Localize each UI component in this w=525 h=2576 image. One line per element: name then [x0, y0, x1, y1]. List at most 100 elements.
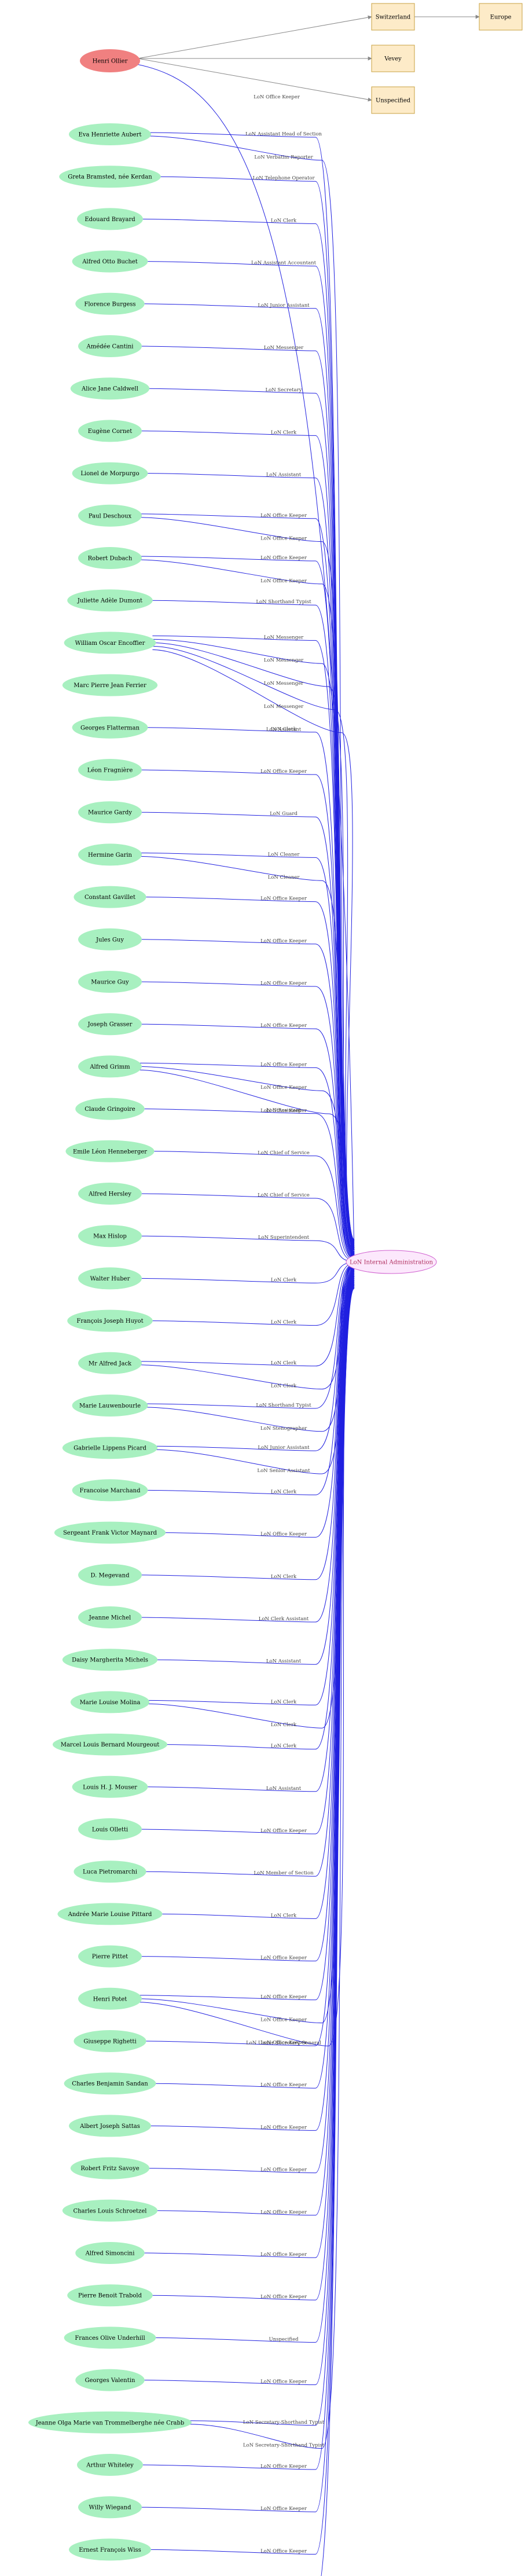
- person-node-henri-potet[interactable]: Henri Potet: [78, 1987, 142, 2010]
- membership-edge: [152, 635, 355, 1252]
- membership-edge: [138, 1275, 355, 2024]
- person-node-florence-burgess[interactable]: Florence Burgess: [75, 292, 145, 315]
- person-node-sergeant-frank-victor-maynard[interactable]: Sergeant Frank Victor Maynard: [54, 1521, 166, 1544]
- membership-edge: [138, 346, 355, 1246]
- person-node-louis-olletti[interactable]: Louis Olletti: [78, 1818, 142, 1840]
- person-node-willy-wiegand[interactable]: Willy Wiegand: [78, 2496, 142, 2519]
- person-node-charles-louis-schroetzel[interactable]: Charles Louis Schroetzel: [62, 2199, 158, 2222]
- membership-edge: [146, 1278, 355, 2174]
- person-node-louis-h-j-mouser[interactable]: Louis H. J. Mouser: [72, 1775, 148, 1798]
- membership-edge: [138, 1267, 355, 1623]
- person-node-georges-valentin[interactable]: Georges Valentin: [75, 2369, 145, 2391]
- person-node-max-hislop[interactable]: Max Hislop: [78, 1225, 142, 1247]
- edge-label: LoN Clerk: [271, 1744, 297, 1749]
- person-node-jules-guy[interactable]: Jules Guy: [78, 928, 142, 951]
- person-node-andree-marie-louise-pittard[interactable]: Andrée Marie Louise Pittard: [57, 1903, 163, 1925]
- person-label: Marc Pierre Jean Ferrier: [74, 682, 146, 689]
- person-node-maurice-gardy[interactable]: Maurice Gardy: [78, 801, 142, 824]
- person-label: Henri Potet: [93, 1996, 127, 2002]
- person-node-joseph-grasser[interactable]: Joseph Grasser: [78, 1013, 142, 1036]
- membership-edge: [321, 1286, 355, 2576]
- person-label: Charles Benjamin Sandan: [72, 2081, 148, 2087]
- person-node-leon-fragniere[interactable]: Léon Fragnière: [78, 759, 142, 781]
- person-node-alfred-hersley[interactable]: Alfred Hersley: [78, 1183, 142, 1205]
- person-node-luca-pietromarchi[interactable]: Luca Pietromarchi: [74, 1861, 146, 1883]
- person-node-claude-gringoire[interactable]: Claude Gringoire: [75, 1098, 145, 1120]
- edge-label: LoN Office Keeper: [260, 938, 307, 944]
- person-node-marie-louise-molina[interactable]: Marie Louise Molina: [70, 1691, 150, 1713]
- edge-label: LoN Messenger: [264, 704, 304, 710]
- person-node-marcel-louis-bernard-mourgeout[interactable]: Marcel Louis Bernard Mourgeout: [53, 1733, 167, 1756]
- place-node-europe[interactable]: Europe: [479, 3, 523, 31]
- person-node-marc-pierre-jean-ferrier[interactable]: Marc Pierre Jean Ferrier: [62, 674, 158, 696]
- person-node-maurice-guy[interactable]: Maurice Guy: [78, 971, 142, 993]
- person-label: Charles Louis Schroetzel: [74, 2208, 147, 2214]
- person-node-eva-henriette-aubert[interactable]: Eva Henriette Aubert: [69, 123, 151, 145]
- place-node-vevey[interactable]: Vevey: [371, 45, 415, 72]
- person-node-focus[interactable]: Henri Ollier: [80, 49, 140, 72]
- person-node-alfred-otto-buchet[interactable]: Alfred Otto Buchet: [72, 250, 148, 273]
- edge-label: LoN Assistant: [266, 472, 302, 478]
- place-node-switzerland[interactable]: Switzerland: [371, 3, 415, 31]
- person-node-greta-bramsted-nee-kerdan[interactable]: Greta Bramsted, née Kerdan: [59, 166, 161, 188]
- membership-edge: [147, 1277, 355, 2131]
- person-label: Emile Léon Henneberger: [73, 1148, 147, 1155]
- person-node-pierre-pittet[interactable]: Pierre Pittet: [78, 1945, 142, 1968]
- edge-label: LoN Member of Section: [254, 1870, 314, 1876]
- edge-label: LoN Assistant Head of Section: [245, 131, 322, 137]
- person-node-daisy-margherita-michels[interactable]: Daisy Margherita Michels: [62, 1649, 158, 1671]
- person-node-marie-lauwenbourle[interactable]: Marie Lauwenbourle: [72, 1395, 148, 1417]
- person-node-mr-alfred-jack[interactable]: Mr Alfred Jack: [78, 1352, 142, 1374]
- person-node-jeanne-olga-marie-van-trommelberghe-nee-crabb[interactable]: Jeanne Olga Marie van Trommelberghe née …: [28, 2411, 192, 2434]
- membership-edge: [146, 1268, 355, 1705]
- person-node-pierre-benoit-trabold[interactable]: Pierre Benoit Trabold: [67, 2284, 153, 2307]
- edge-label: LoN Office Keeper: [260, 555, 307, 561]
- person-node-georges-flatterman[interactable]: Georges Flatterman: [72, 716, 148, 739]
- person-node-robert-dubach[interactable]: Robert Dubach: [78, 547, 142, 569]
- person-node-hermine-garin[interactable]: Hermine Garin: [78, 843, 142, 866]
- person-node-jeanne-michel[interactable]: Jeanne Michel: [78, 1606, 142, 1628]
- person-node-albert-joseph-sattas[interactable]: Albert Joseph Sattas: [69, 2115, 151, 2137]
- edges-layer: [136, 14, 480, 2576]
- person-label: Albert Joseph Sattas: [79, 2123, 140, 2130]
- membership-edge: [141, 1282, 355, 2386]
- person-node-walter-huber[interactable]: Walter Huber: [78, 1267, 142, 1290]
- edge-label: LoN Junior Assistant: [258, 1445, 310, 1451]
- person-node-alice-jane-caldwell[interactable]: Alice Jane Caldwell: [70, 377, 150, 400]
- person-node-amedee-cantini[interactable]: Amédée Cantini: [78, 335, 142, 357]
- place-node-unspecified[interactable]: Unspecified: [371, 86, 415, 114]
- person-node-eugene-cornet[interactable]: Eugène Cornet: [78, 420, 142, 442]
- person-label: Mr Alfred Jack: [89, 1360, 132, 1367]
- membership-edge: [138, 1066, 355, 1260]
- person-node-charles-benjamin-sandan[interactable]: Charles Benjamin Sandan: [64, 2072, 156, 2095]
- edge-label: LoN Office Keeper: [260, 2379, 307, 2385]
- person-node-frances-olive-underhill[interactable]: Frances Olive Underhill: [64, 2327, 156, 2349]
- person-node-william-oscar-encoffier[interactable]: William Oscar Encoffier: [64, 632, 156, 654]
- place-label: Switzerland: [376, 14, 411, 21]
- edge-label: LoN Office Keeper: [254, 94, 300, 100]
- membership-edge: [138, 852, 355, 1256]
- person-node-arthur-whiteley[interactable]: Arthur Whiteley: [77, 2454, 143, 2476]
- person-node-juliette-adele-dumont[interactable]: Juliette Adèle Dumont: [67, 589, 153, 612]
- person-label: Frances Olive Underhill: [75, 2335, 145, 2342]
- edge-label: LoN Clerk Assistant: [259, 1616, 309, 1622]
- person-node-emile-leon-henneberger[interactable]: Emile Léon Henneberger: [65, 1140, 155, 1162]
- person-label: Henri Ollier: [93, 58, 128, 65]
- edge-label: LoN Messenger: [264, 345, 304, 351]
- person-node-gabrielle-lippens-picard[interactable]: Gabrielle Lippens Picard: [62, 1437, 158, 1459]
- person-node-robert-fritz-savoye[interactable]: Robert Fritz Savoye: [70, 2157, 150, 2179]
- person-node-francoise-marchand[interactable]: Francoise Marchand: [72, 1479, 148, 1502]
- person-node-francois-joseph-huyot[interactable]: François Joseph Huyot: [67, 1309, 153, 1332]
- person-node-d-megevand[interactable]: D. Megevand: [78, 1564, 142, 1586]
- person-label: Arthur Whiteley: [86, 2463, 134, 2469]
- person-node-paul-deschoux[interactable]: Paul Deschoux: [78, 504, 142, 527]
- person-node-giuseppe-righetti[interactable]: Giuseppe Righetti: [74, 2030, 146, 2052]
- organization-node[interactable]: LoN Internal Administration: [346, 1250, 437, 1274]
- edge-label: LoN Office Keeper: [260, 2082, 307, 2088]
- person-node-constant-gavillet[interactable]: Constant Gavillet: [74, 886, 146, 908]
- person-node-alfred-simoncini[interactable]: Alfred Simoncini: [75, 2242, 145, 2264]
- person-node-ernest-francois-wiss[interactable]: Ernest François Wiss: [69, 2538, 151, 2561]
- person-node-lionel-de-morpurgo[interactable]: Lionel de Morpurgo: [72, 462, 148, 485]
- person-node-edouard-brayard[interactable]: Edouard Brayard: [77, 208, 143, 230]
- person-node-alfred-grimm[interactable]: Alfred Grimm: [78, 1055, 142, 1078]
